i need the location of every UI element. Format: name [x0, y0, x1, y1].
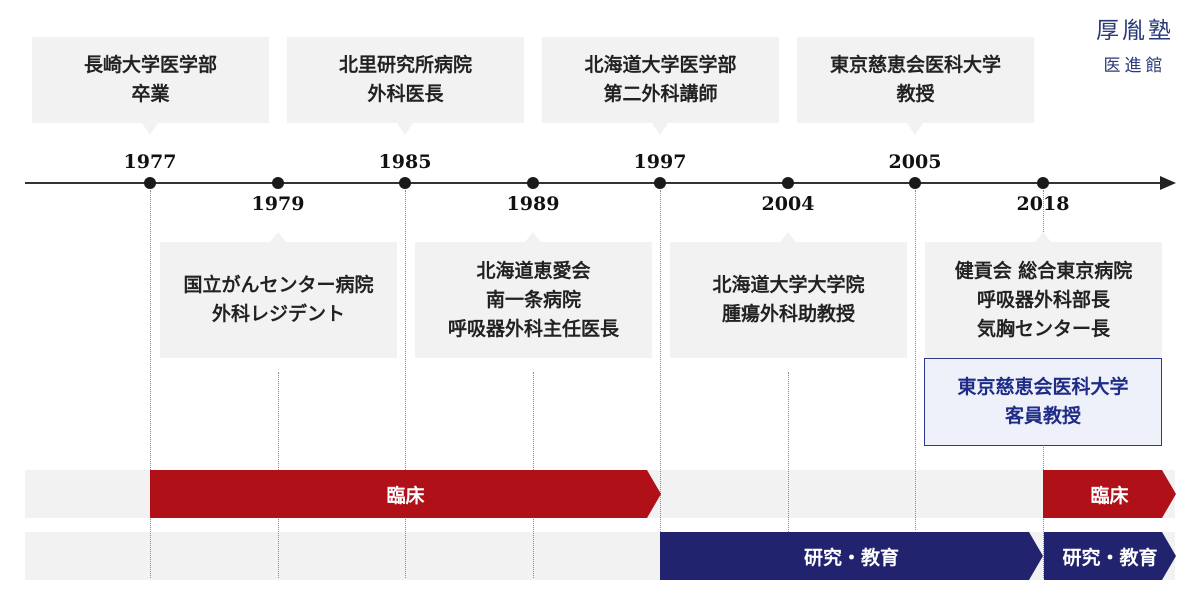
- event-box-2005: 東京慈恵会医科大学 教授: [797, 37, 1034, 123]
- event-text: 南一条病院: [485, 288, 581, 311]
- timeline-dot-1977: [144, 177, 156, 189]
- event-text: 腫瘍外科助教授: [721, 303, 855, 325]
- year-label-1989: 1989: [506, 193, 560, 215]
- event-box-1979: 国立がんセンター病院 外科レジデント: [160, 242, 397, 358]
- event-pointer: [270, 232, 286, 242]
- event-text: 北里研究所病院: [338, 54, 472, 76]
- event-pointer: [525, 232, 541, 242]
- timeline-dot-1985: [399, 177, 411, 189]
- guide-line-1985: [405, 190, 406, 578]
- axis-arrowhead: [1160, 176, 1176, 190]
- research-label: 研究・教育: [803, 546, 899, 569]
- event-box-2004: 北海道大学大学院 腫瘍外科助教授: [670, 242, 907, 358]
- guest-professor-box: 東京慈恵会医科大学 客員教授: [924, 358, 1162, 446]
- year-label-1997: 1997: [633, 151, 687, 173]
- event-pointer: [397, 123, 413, 135]
- event-pointer: [142, 123, 158, 135]
- event-text: 長崎大学医学部: [83, 54, 217, 76]
- guide-line-2005: [915, 190, 916, 530]
- event-box-1977: 長崎大学医学部 卒業: [32, 37, 269, 123]
- year-label-2005: 2005: [888, 151, 942, 173]
- event-text: 健貢会 総合東京病院: [954, 259, 1133, 282]
- event-text: 第二外科講師: [603, 83, 718, 105]
- event-pointer: [1035, 232, 1051, 242]
- logo: 厚胤塾 医進館: [1080, 16, 1190, 78]
- event-text: 北海道恵愛会: [476, 259, 591, 282]
- event-pointer: [780, 232, 796, 242]
- logo-sub-text: 医進館: [1103, 56, 1167, 76]
- guide-line-1997: [660, 190, 661, 578]
- event-text: 外科レジデント: [211, 303, 345, 325]
- year-label-2004: 2004: [761, 193, 815, 215]
- timeline-dot-1997: [654, 177, 666, 189]
- event-box-1997: 北海道大学医学部 第二外科講師: [542, 37, 779, 123]
- timeline-dot-1979: [272, 177, 284, 189]
- event-text: 呼吸器外科部長: [976, 288, 1110, 311]
- event-pointer: [652, 123, 668, 135]
- event-text: 教授: [896, 83, 935, 105]
- event-text: 気胸センター長: [976, 317, 1110, 340]
- timeline-dot-2018: [1037, 177, 1049, 189]
- event-text: 卒業: [131, 83, 170, 105]
- timeline-axis: [25, 182, 1163, 184]
- guide-line-2004: [788, 372, 789, 578]
- event-text: 呼吸器外科主任医長: [447, 317, 619, 340]
- event-text: 北海道大学医学部: [584, 54, 737, 76]
- research-bar-1997-2018: 研究・教育: [660, 532, 1043, 580]
- clinical-label: 臨床: [1090, 484, 1129, 507]
- year-label-1979: 1979: [251, 193, 305, 215]
- event-box-1989: 北海道恵愛会 南一条病院 呼吸器外科主任医長: [415, 242, 652, 358]
- timeline-dot-2004: [782, 177, 794, 189]
- clinical-label: 臨床: [386, 484, 425, 507]
- year-label-1977: 1977: [123, 151, 177, 173]
- guest-text: 客員教授: [1004, 405, 1081, 427]
- event-text: 北海道大学大学院: [712, 274, 865, 296]
- event-box-2018: 健貢会 総合東京病院 呼吸器外科部長 気胸センター長: [925, 242, 1162, 358]
- event-text: 東京慈恵会医科大学: [829, 54, 1001, 76]
- clinical-bar-1977-1997: 臨床: [150, 470, 661, 518]
- timeline-dot-2005: [909, 177, 921, 189]
- logo-main-text: 厚胤塾: [1096, 18, 1174, 44]
- event-pointer: [907, 123, 923, 135]
- research-label: 研究・教育: [1062, 546, 1158, 569]
- year-label-2018: 2018: [1016, 193, 1070, 215]
- event-text: 外科医長: [367, 83, 444, 105]
- year-label-1985: 1985: [378, 151, 432, 173]
- event-text: 国立がんセンター病院: [183, 274, 374, 296]
- guide-line-1977: [150, 190, 151, 578]
- guest-text: 東京慈恵会医科大学: [957, 376, 1129, 398]
- research-bar-2018: 研究・教育: [1044, 532, 1176, 580]
- clinical-bar-2018: 臨床: [1043, 470, 1176, 518]
- timeline-dot-1989: [527, 177, 539, 189]
- event-box-1985: 北里研究所病院 外科医長: [287, 37, 524, 123]
